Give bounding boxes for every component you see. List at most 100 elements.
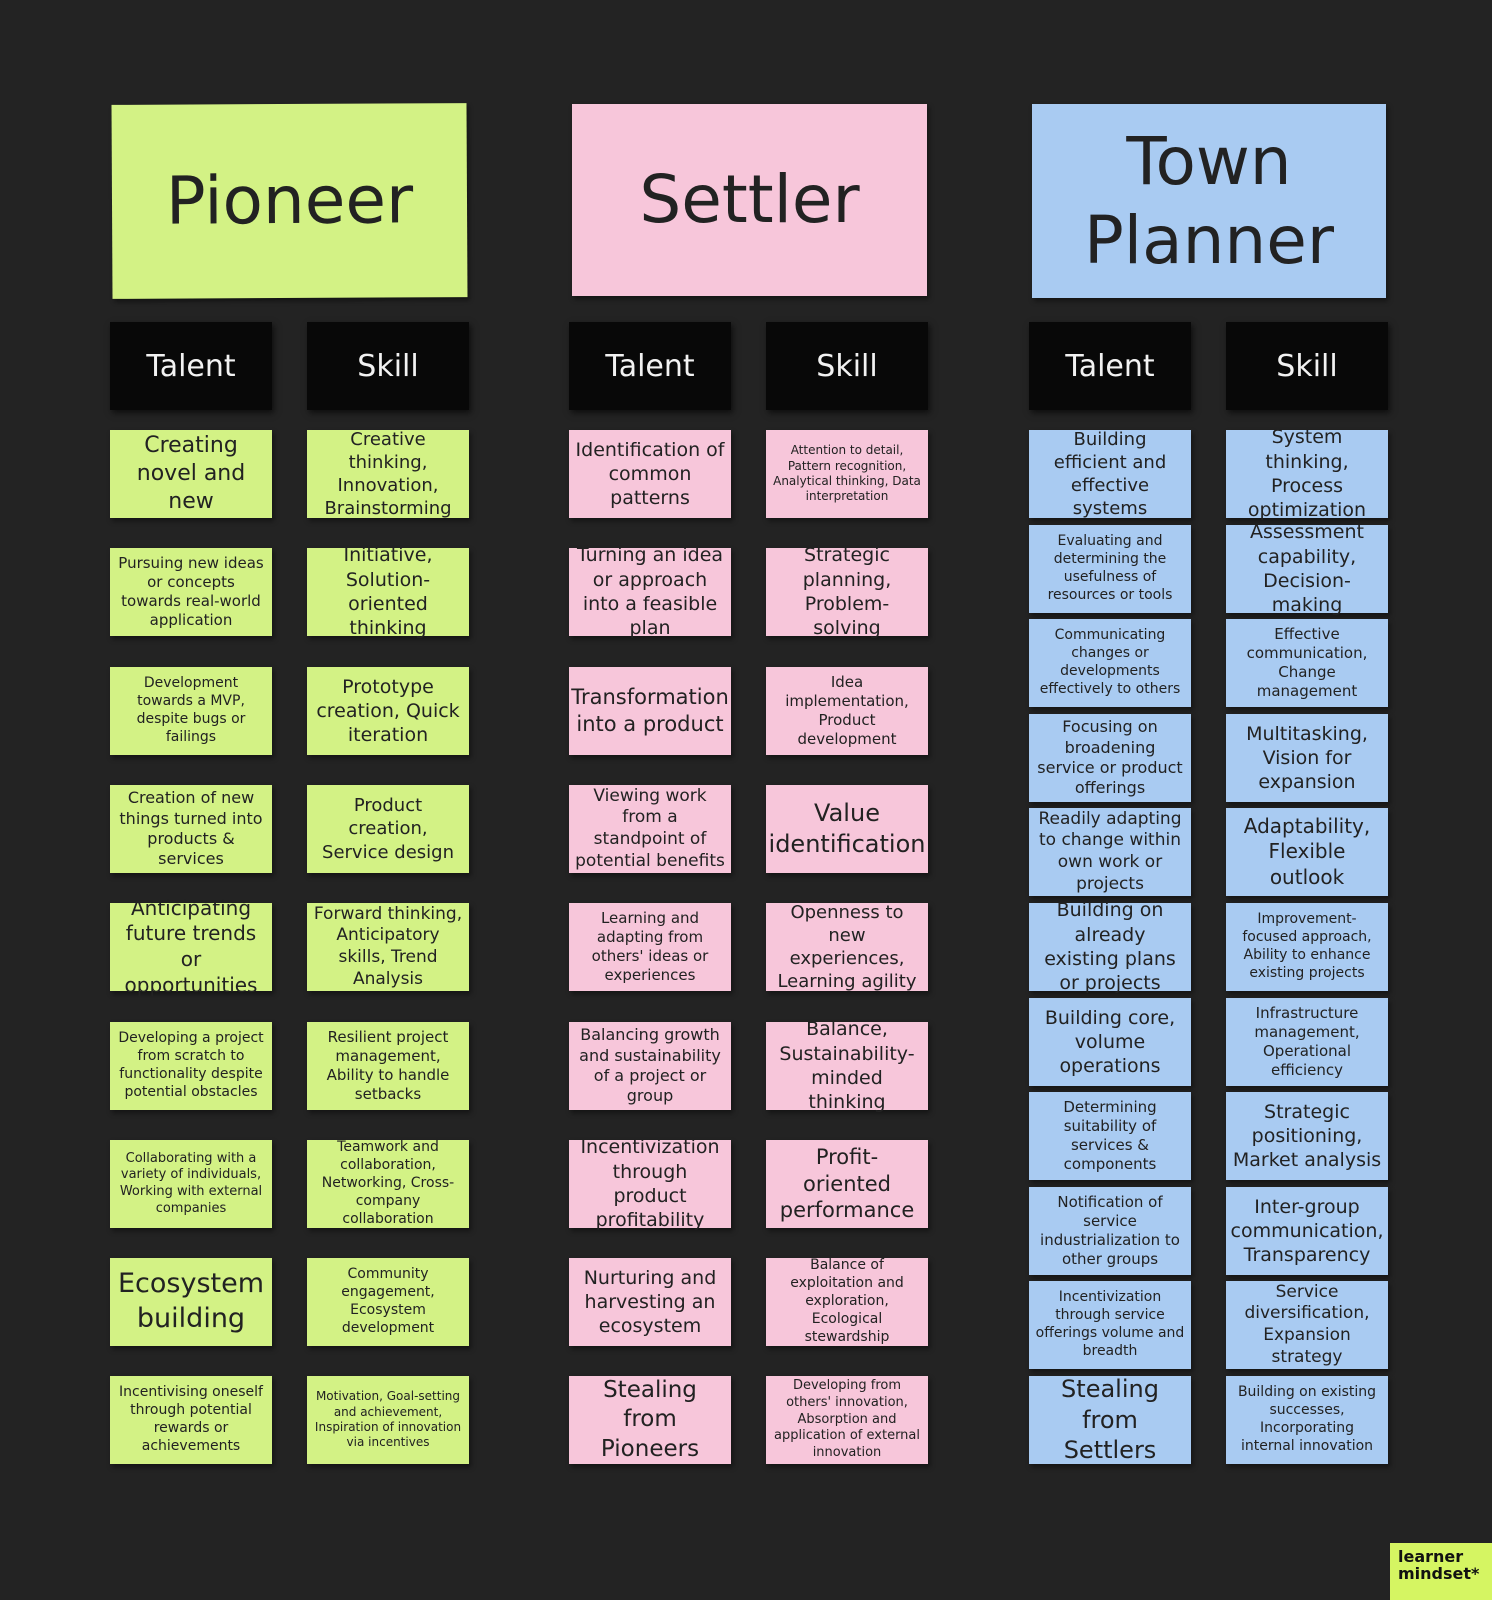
town-planner-talent-text: Determining suitability of services & co… [1063, 1097, 1157, 1174]
pioneer-talent-header[interactable]: Talent [110, 322, 272, 410]
town-planner-talent-note-2[interactable]: Evaluating and determining the usefulnes… [1029, 525, 1191, 613]
pioneer-talent-note-9[interactable]: Incentivising oneself through potential … [110, 1376, 272, 1464]
settler-skill-note-8[interactable]: Balance of exploitation and exploration,… [766, 1257, 928, 1346]
settler-talent-note-1[interactable]: Identification of common patterns [569, 430, 731, 518]
town-planner-talent-text: Building efficient and effective systems [1053, 428, 1167, 520]
town-planner-talent-text: Evaluating and determining the usefulnes… [1047, 533, 1173, 603]
town-planner-talent-note-11[interactable]: Stealing from Settlers [1029, 1375, 1191, 1464]
pioneer-talent-note-7[interactable]: Collaborating with a variety of individu… [110, 1140, 272, 1228]
settler-talent-note-5[interactable]: Learning and adapting from others' ideas… [569, 903, 731, 991]
town-planner-talent-note-5[interactable]: Readily adapting to change within own wo… [1029, 808, 1191, 896]
town-planner-skill-text: Inter-group communication, Transparency [1230, 1195, 1384, 1267]
settler-skill-header[interactable]: Skill [766, 322, 928, 410]
settler-talent-text: Stealing from Pioneers [600, 1376, 700, 1462]
town-planner-talent-note-3[interactable]: Communicating changes or developments ef… [1029, 619, 1191, 707]
town-planner-skill-note-10[interactable]: Service diversification, Expansion strat… [1226, 1281, 1388, 1369]
town-planner-talent-text: Incentivization through service offering… [1035, 1289, 1185, 1359]
town-planner-skill-note-5[interactable]: Adaptability, Flexible outlook [1226, 808, 1388, 896]
town-planner-skill-note-1[interactable]: System thinking, Process optimization [1226, 426, 1388, 521]
town-planner-skill-note-3[interactable]: Effective communication, Change manageme… [1226, 619, 1388, 707]
settler-skill-note-5[interactable]: Openness to new experiences, Learning ag… [766, 901, 928, 993]
settler-skill-note-7[interactable]: Profit-oriented performance [766, 1140, 928, 1228]
settler-skill-note-9[interactable]: Developing from others' innovation, Abso… [766, 1376, 928, 1464]
pioneer-talent-note-6[interactable]: Developing a project from scratch to fun… [110, 1022, 272, 1110]
town-planner-talent-note-6[interactable]: Building on already existing plans or pr… [1029, 899, 1191, 994]
town-planner-skill-text: Building on existing successes, Incorpor… [1237, 1384, 1377, 1454]
settler-talent-header[interactable]: Talent [569, 322, 731, 410]
settler-talent-note-3[interactable]: Transformation into a product [569, 667, 731, 755]
pioneer-talent-text: Developing a project from scratch to fun… [118, 1030, 264, 1100]
settler-talent-note-6[interactable]: Balancing growth and sustainability of a… [569, 1022, 731, 1110]
pioneer-talent-text: Development towards a MVP, despite bugs … [136, 675, 246, 745]
pioneer-talent-text: Anticipating future trends or opportunit… [124, 895, 258, 997]
town-planner-title-note[interactable]: Town Planner [1032, 104, 1386, 298]
settler-talent-text: Nurturing and harvesting an ecosystem [583, 1266, 717, 1338]
pioneer-skill-text: Teamwork and collaboration, Networking, … [321, 1139, 455, 1227]
town-planner-skill-note-4[interactable]: Multitasking, Vision for expansion [1226, 714, 1388, 802]
pioneer-talent-note-3[interactable]: Development towards a MVP, despite bugs … [110, 667, 272, 755]
town-planner-talent-note-9[interactable]: Notification of service industrializatio… [1029, 1187, 1191, 1275]
town-planner-skill-note-11[interactable]: Building on existing successes, Incorpor… [1226, 1376, 1388, 1464]
pioneer-talent-note-1[interactable]: Creating novel and new [110, 430, 272, 518]
town-planner-skill-text: System thinking, Process optimization [1247, 426, 1367, 522]
settler-title-note[interactable]: Settler [572, 104, 927, 296]
town-planner-skill-note-6[interactable]: Improvement-focused approach, Ability to… [1226, 903, 1388, 991]
pioneer-talent-note-8[interactable]: Ecosystem building [110, 1258, 272, 1346]
pioneer-skill-note-7[interactable]: Teamwork and collaboration, Networking, … [307, 1139, 469, 1228]
settler-talent-text: Transformation into a product [571, 685, 729, 736]
settler-skill-text: Openness to new experiences, Learning ag… [777, 901, 917, 993]
town-planner-skill-text: Assessment capability, Decision-making [1250, 521, 1364, 617]
pioneer-talent-text: Creating novel and new [136, 432, 246, 515]
settler-title: Settler [639, 161, 860, 239]
settler-skill-note-2[interactable]: Strategic planning, Problem-solving [766, 544, 928, 639]
pioneer-skill-text: Initiative, Solution-oriented thinking [343, 544, 433, 640]
settler-talent-text: Viewing work from a standpoint of potent… [575, 785, 725, 871]
pioneer-skill-note-2[interactable]: Initiative, Solution-oriented thinking [307, 544, 469, 639]
pioneer-talent-note-5[interactable]: Anticipating future trends or opportunit… [110, 896, 272, 997]
pioneer-title-note[interactable]: Pioneer [111, 103, 468, 299]
pioneer-skill-note-6[interactable]: Resilient project management, Ability to… [307, 1022, 469, 1110]
settler-talent-note-2[interactable]: Turning an idea or approach into a feasi… [569, 544, 731, 639]
settler-skill-note-4[interactable]: Value identification [766, 785, 928, 873]
brand-line-1: learner [1398, 1547, 1464, 1566]
town-planner-talent-note-7[interactable]: Building core, volume operations [1029, 998, 1191, 1086]
pioneer-skill-note-1[interactable]: Creative thinking, Innovation, Brainstor… [307, 428, 469, 520]
pioneer-skill-header[interactable]: Skill [307, 322, 469, 410]
town-planner-skill-label: Skill [1276, 348, 1338, 384]
pioneer-skill-text: Creative thinking, Innovation, Brainstor… [324, 428, 452, 520]
settler-skill-note-6[interactable]: Balance, Sustainability-minded thinking [766, 1018, 928, 1113]
settler-talent-note-7[interactable]: Incentivization through product profitab… [569, 1136, 731, 1231]
pioneer-skill-note-3[interactable]: Prototype creation, Quick iteration [307, 667, 469, 755]
pioneer-skill-note-9[interactable]: Motivation, Goal-setting and achievement… [307, 1376, 469, 1464]
pioneer-talent-text: Creation of new things turned into produ… [119, 788, 263, 869]
town-planner-talent-note-10[interactable]: Incentivization through service offering… [1029, 1281, 1191, 1369]
settler-skill-note-1[interactable]: Attention to detail, Pattern recognition… [766, 430, 928, 518]
brand-line-2: mindset* [1398, 1563, 1480, 1583]
settler-skill-note-3[interactable]: Idea implementation, Product development [766, 667, 928, 755]
town-planner-skill-header[interactable]: Skill [1226, 322, 1388, 410]
town-planner-skill-text: Multitasking, Vision for expansion [1246, 722, 1368, 794]
town-planner-skill-note-2[interactable]: Assessment capability, Decision-making [1226, 521, 1388, 616]
town-planner-talent-note-8[interactable]: Determining suitability of services & co… [1029, 1092, 1191, 1180]
pioneer-skill-note-4[interactable]: Product creation, Service design [307, 785, 469, 873]
town-planner-skill-note-8[interactable]: Strategic positioning, Market analysis [1226, 1092, 1388, 1180]
settler-talent-note-8[interactable]: Nurturing and harvesting an ecosystem [569, 1258, 731, 1346]
town-planner-talent-header[interactable]: Talent [1029, 322, 1191, 410]
pioneer-talent-label: Talent [146, 348, 236, 384]
pioneer-talent-note-2[interactable]: Pursuing new ideas or concepts towards r… [110, 548, 272, 636]
town-planner-skill-note-9[interactable]: Inter-group communication, Transparency [1226, 1187, 1388, 1275]
settler-talent-note-9[interactable]: Stealing from Pioneers [569, 1376, 731, 1464]
town-planner-skill-note-7[interactable]: Infrastructure management, Operational e… [1226, 998, 1388, 1086]
pioneer-skill-note-5[interactable]: Forward thinking, Anticipatory skills, T… [307, 903, 469, 991]
town-planner-talent-text: Communicating changes or developments ef… [1039, 627, 1181, 697]
town-planner-skill-text: Improvement-focused approach, Ability to… [1242, 911, 1372, 981]
pioneer-skill-note-8[interactable]: Community engagement, Ecosystem developm… [307, 1258, 469, 1346]
town-planner-talent-note-1[interactable]: Building efficient and effective systems [1029, 428, 1191, 520]
town-planner-skill-text: Effective communication, Change manageme… [1246, 624, 1368, 701]
settler-talent-note-4[interactable]: Viewing work from a standpoint of potent… [569, 785, 731, 873]
town-planner-talent-note-4[interactable]: Focusing on broadening service or produc… [1029, 714, 1191, 802]
pioneer-talent-note-4[interactable]: Creation of new things turned into produ… [110, 785, 272, 873]
town-planner-talent-text: Readily adapting to change within own wo… [1038, 808, 1182, 894]
town-planner-talent-text: Building on already existing plans or pr… [1044, 899, 1176, 995]
